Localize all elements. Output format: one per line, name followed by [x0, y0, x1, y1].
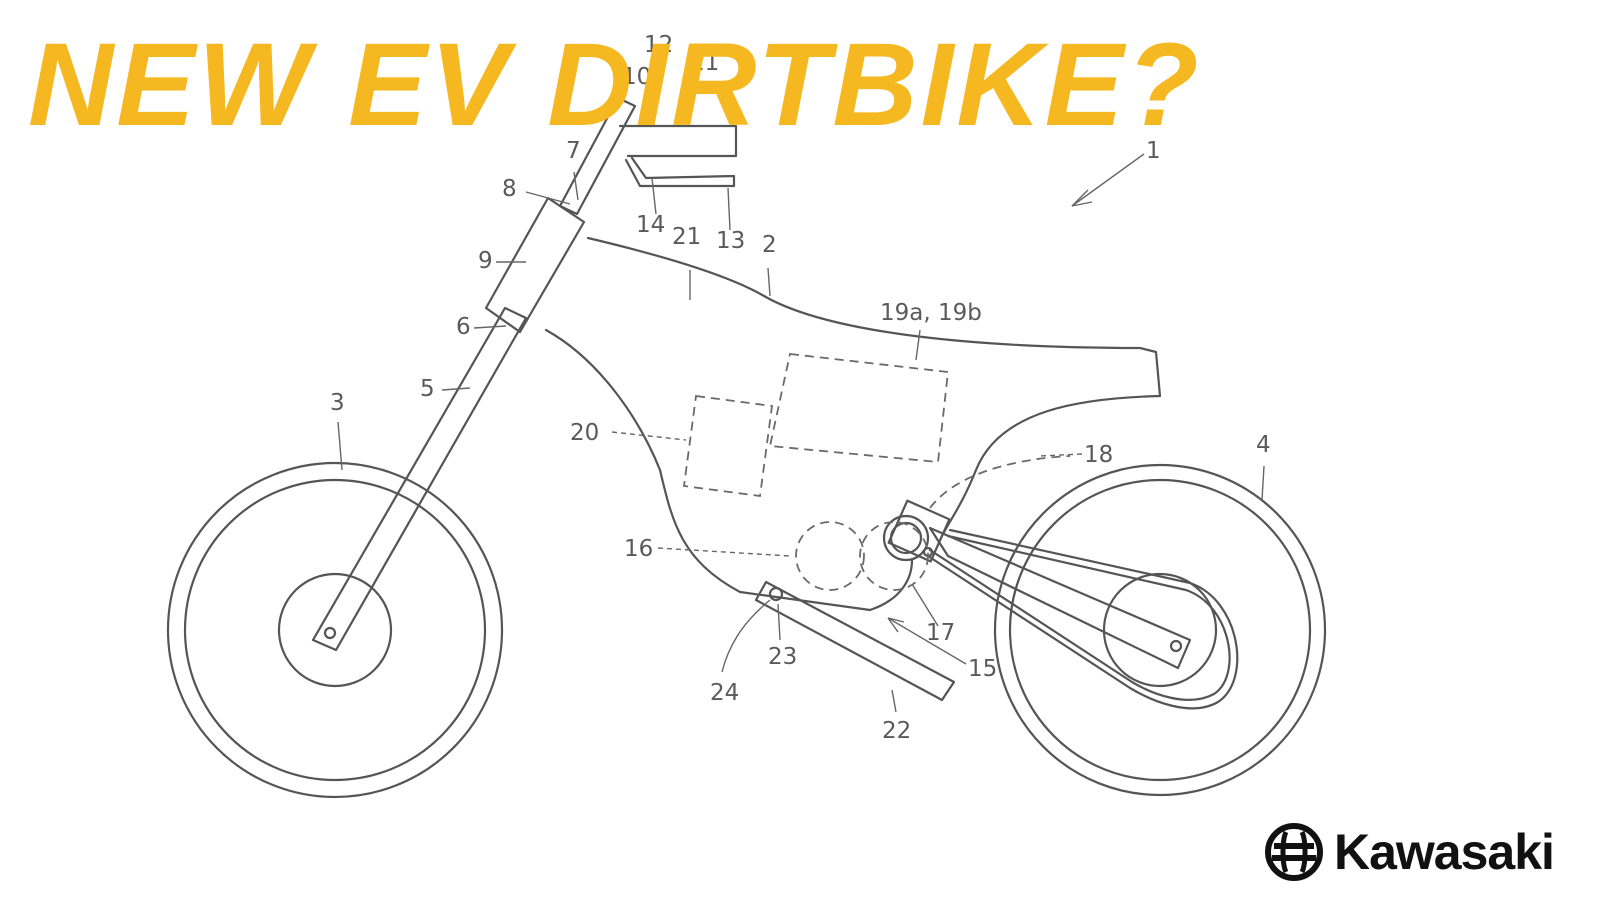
label-14: 14 — [636, 212, 665, 238]
rear-wheel — [993, 463, 1327, 797]
label-2: 2 — [762, 232, 777, 258]
label-15: 15 — [968, 656, 997, 682]
label-22: 22 — [882, 718, 911, 744]
internal-components — [682, 353, 1071, 591]
label-13: 13 — [716, 228, 745, 254]
label-20: 20 — [570, 420, 599, 446]
brand-logo: Kawasaki — [1264, 820, 1584, 884]
label-9: 9 — [478, 248, 493, 274]
label-1: 1 — [1146, 138, 1161, 164]
front-wheel — [166, 461, 504, 799]
label-16: 16 — [624, 536, 653, 562]
label-24: 24 — [710, 680, 739, 706]
kawasaki-river-mark-icon — [1265, 823, 1323, 881]
side-stand — [754, 580, 956, 702]
drive-chain — [926, 528, 1239, 710]
label-3: 3 — [330, 390, 345, 416]
label-4: 4 — [1256, 432, 1271, 458]
label-18: 18 — [1084, 442, 1113, 468]
label-7: 7 — [566, 138, 581, 164]
leader-lines — [337, 171, 1265, 713]
label-10: 10 — [622, 64, 651, 90]
label-6: 6 — [456, 314, 471, 340]
label-5: 5 — [420, 376, 435, 402]
label-19ab: 19a, 19b — [880, 300, 982, 326]
front-fork — [311, 96, 637, 652]
label-8: 8 — [502, 176, 517, 202]
reference-arrows — [887, 153, 1145, 665]
handlebar — [618, 124, 738, 188]
label-23: 23 — [768, 644, 797, 670]
brand-name: Kawasaki — [1334, 824, 1555, 880]
headline-title: NEW EV DIRTBIKE? — [28, 19, 1202, 151]
reference-numerals: 1 2 3 4 5 6 7 8 9 10 11 12 13 14 15 16 1… — [330, 32, 1271, 744]
label-12: 12 — [644, 32, 673, 58]
label-11: 11 — [690, 50, 719, 76]
body-frame — [544, 236, 1162, 612]
label-21: 21 — [672, 224, 701, 250]
swingarm — [882, 499, 1192, 670]
label-17: 17 — [926, 620, 955, 646]
